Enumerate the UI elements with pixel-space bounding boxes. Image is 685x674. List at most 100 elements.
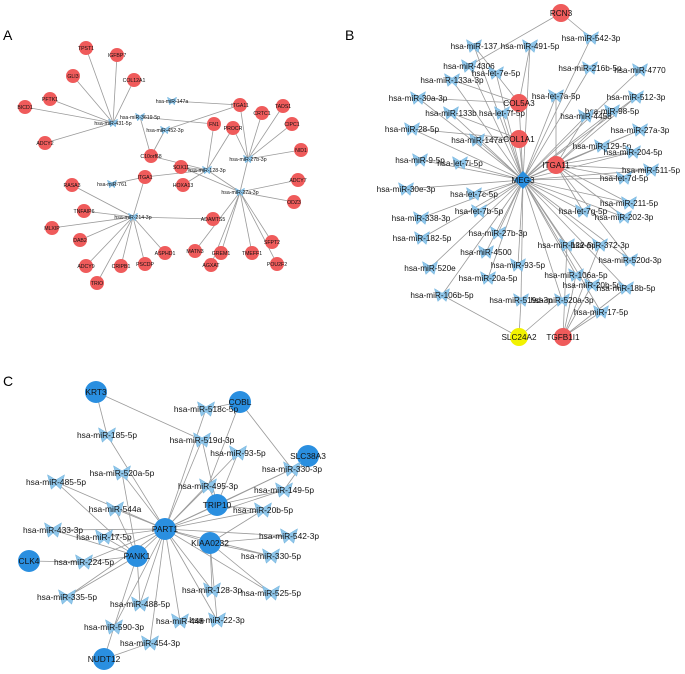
network-edge <box>522 69 641 181</box>
node-label: hsa-miR-27b-3p <box>229 157 266 163</box>
gene-node: COBL <box>229 391 252 413</box>
mirna-v-icon <box>616 210 632 224</box>
mirna-node: hsa-miR-17-5p <box>574 305 629 319</box>
network-edge <box>206 169 241 193</box>
gene-circle-icon <box>206 494 228 516</box>
mirna-node: hsa-miR-3619-5p <box>120 112 160 122</box>
node-label: GLI3 <box>67 74 78 80</box>
mirna-node: hsa-miR-27b-3p <box>229 154 267 164</box>
node-label: hsa-miR-9-5p <box>395 156 445 165</box>
network-edge <box>164 528 218 621</box>
node-label: DAB2 <box>73 238 87 244</box>
mirna-node: hsa-miR-185-5p <box>77 427 137 443</box>
node-label: hsa-miR-106b-5p <box>410 291 474 300</box>
mirna-v-icon <box>594 139 610 153</box>
mirna-node: hsa-miR-98-5p <box>585 104 640 118</box>
network-edge <box>83 528 166 563</box>
mirna-v-icon <box>452 156 468 170</box>
gene-node: PROCR <box>224 121 243 135</box>
gene-circle-icon <box>291 173 305 187</box>
network-edge <box>441 294 520 338</box>
network-edge <box>66 528 166 598</box>
mirna-v-icon <box>625 145 641 159</box>
node-label: hsa-miR-372-3p <box>571 241 630 250</box>
gene-node: ITGA11 <box>542 156 570 174</box>
lncrna-node: PART1 <box>152 518 178 540</box>
gene-node: TADS1 <box>275 99 291 113</box>
gene-circle-icon <box>66 69 80 83</box>
gene-node: RCN3 <box>550 4 573 22</box>
gene-circle-icon <box>547 156 565 174</box>
gene-node: ASPHD1 <box>155 246 175 260</box>
mirna-v-icon <box>243 154 253 164</box>
mirna-v-icon <box>444 73 460 87</box>
network-edge <box>201 439 218 506</box>
node-label: RASA3 <box>63 183 80 189</box>
network-edge <box>209 542 272 594</box>
mirna-v-icon <box>554 293 570 307</box>
gene-circle-icon <box>174 160 188 174</box>
node-label: hsa-miR-491-5p <box>501 42 560 51</box>
mirna-v-icon <box>593 305 609 319</box>
gene-circle-icon <box>287 195 301 209</box>
gene-node: C10orf68 <box>140 149 162 163</box>
network-edge <box>522 179 630 204</box>
gene-circle-icon <box>206 212 220 226</box>
gene-circle-icon <box>79 259 93 273</box>
node-label: hsa-miR-149-5p <box>254 485 314 495</box>
mirna-v-icon <box>75 554 93 570</box>
node-label: hsa-let-7g-5p <box>559 207 608 216</box>
gene-circle-icon <box>114 259 128 273</box>
network-edge <box>518 299 563 338</box>
mirna-v-icon <box>131 596 149 612</box>
gene-node: KRT3 <box>85 381 107 403</box>
network-edge <box>239 191 278 265</box>
gene-node: IGFBP7 <box>108 48 126 62</box>
node-label: TRIO <box>91 281 103 287</box>
node-label: hsa-miR-520e <box>404 264 456 273</box>
mirna-v-icon <box>167 96 177 106</box>
node-label: hsa-miR-495-3p <box>178 481 238 491</box>
network-edge <box>164 439 203 530</box>
mirna-v-icon <box>58 589 76 605</box>
node-label: KIAA0232 <box>191 538 229 548</box>
node-label: hsa-miR-128-3p <box>182 585 242 595</box>
gene-circle-icon <box>199 532 221 554</box>
node-label: hsa-miR-147a <box>156 99 189 105</box>
network-edge <box>164 408 207 530</box>
node-label: hsa-miR-590-3p <box>84 622 144 632</box>
mirna-v-icon <box>466 187 482 201</box>
node-label: hsa-miR-133a-3p <box>420 76 484 85</box>
node-label: hsa-miR-17-5p <box>76 532 132 542</box>
mirna-v-icon <box>235 187 245 197</box>
mirna-v-icon <box>229 445 247 461</box>
gene-circle-icon <box>176 178 190 192</box>
network-edge <box>405 179 524 190</box>
node-label: hsa-miR-4770 <box>614 66 666 75</box>
network-edge <box>164 104 241 131</box>
network-edge <box>468 65 524 181</box>
network-edge <box>132 216 166 254</box>
network-edge <box>112 79 135 124</box>
mirna-node: hsa-miR-20b-5p <box>233 502 293 518</box>
node-label: hsa-miR-511-5p <box>622 166 681 175</box>
gene-node: MATN3 <box>186 244 204 258</box>
node-label: SLC24A2 <box>501 333 536 342</box>
node-label: hsa-miR-761 <box>97 182 127 188</box>
network-edge <box>562 287 627 338</box>
gene-node: ADCY2 <box>36 136 54 150</box>
gene-circle-icon <box>79 41 93 55</box>
mirna-v-icon <box>275 482 293 498</box>
mirna-node: hsa-miR-330-5p <box>241 548 301 564</box>
mirna-node: hsa-miR-214-3p <box>114 212 152 222</box>
mirna-node: hsa-miR-335-5p <box>37 589 97 605</box>
node-label: hsa-miR-147a <box>451 136 503 145</box>
gene-node: PSCDP <box>136 257 154 271</box>
network-edge <box>209 535 290 544</box>
node-label: ODZ3 <box>287 200 301 206</box>
mirna-v-icon <box>510 258 526 272</box>
mirna-v-icon <box>280 528 298 544</box>
mirna-v-icon <box>95 529 113 545</box>
node-label: hsa-miR-27a-3p <box>611 126 670 135</box>
node-label: hsa-miR-431-5p <box>94 121 131 127</box>
